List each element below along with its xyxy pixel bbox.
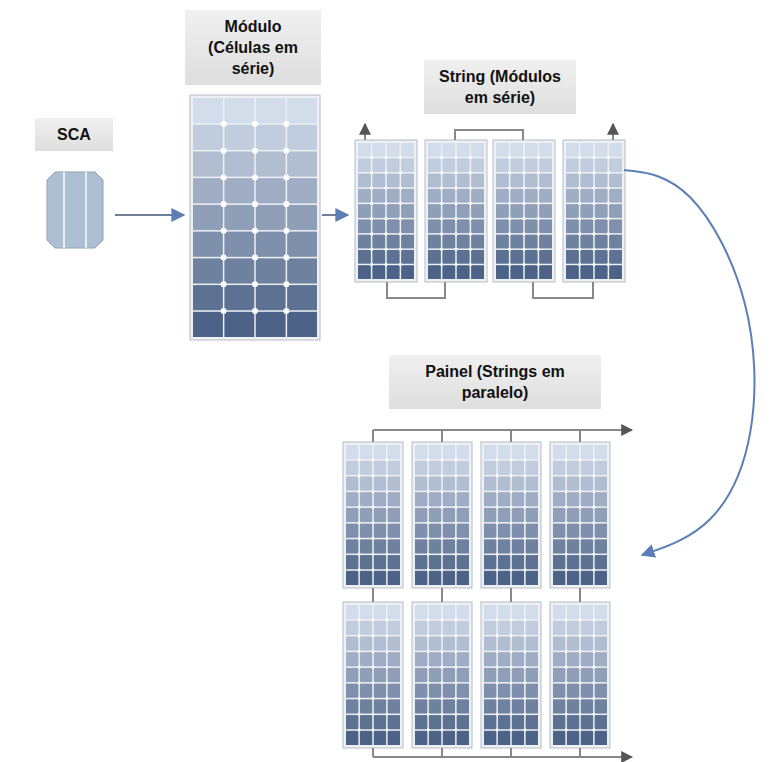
flow-arrow	[624, 170, 754, 555]
label-box: Módulo (Células em série)	[185, 10, 321, 85]
pv-module	[493, 140, 555, 282]
component-label: SCA	[45, 124, 103, 145]
pv-module	[550, 602, 610, 748]
label-box: String (Módulos em série)	[424, 60, 576, 114]
module-pictures	[190, 95, 625, 748]
pv-module	[563, 140, 625, 282]
panel-wiring	[373, 430, 632, 757]
component-group: SCA	[35, 118, 113, 250]
pv-module	[412, 602, 472, 748]
component-label: String (Módulos em série)	[434, 66, 566, 108]
pv-module	[550, 442, 610, 588]
pv-module	[190, 95, 320, 340]
pv-module	[481, 442, 541, 588]
solar-cell	[47, 172, 103, 248]
component-group: String (Módulos em série)	[350, 60, 622, 305]
pv-module	[355, 140, 417, 282]
pv-module	[412, 442, 472, 588]
pv-module	[343, 602, 403, 748]
pv-module	[343, 442, 403, 588]
label-box: Painel (Strings em paralelo)	[389, 355, 601, 409]
string-wiring	[365, 124, 613, 298]
flow-arrow	[322, 214, 348, 216]
component-label: Módulo (Células em série)	[195, 16, 311, 79]
flow-arrow	[115, 214, 184, 216]
component-label: Painel (Strings em paralelo)	[399, 361, 591, 403]
pv-module	[425, 140, 487, 282]
component-group: Painel (Strings em paralelo)	[338, 355, 640, 760]
component-group: Módulo (Células em série)	[186, 10, 320, 340]
pv-module	[481, 602, 541, 748]
label-box: SCA	[35, 118, 113, 151]
